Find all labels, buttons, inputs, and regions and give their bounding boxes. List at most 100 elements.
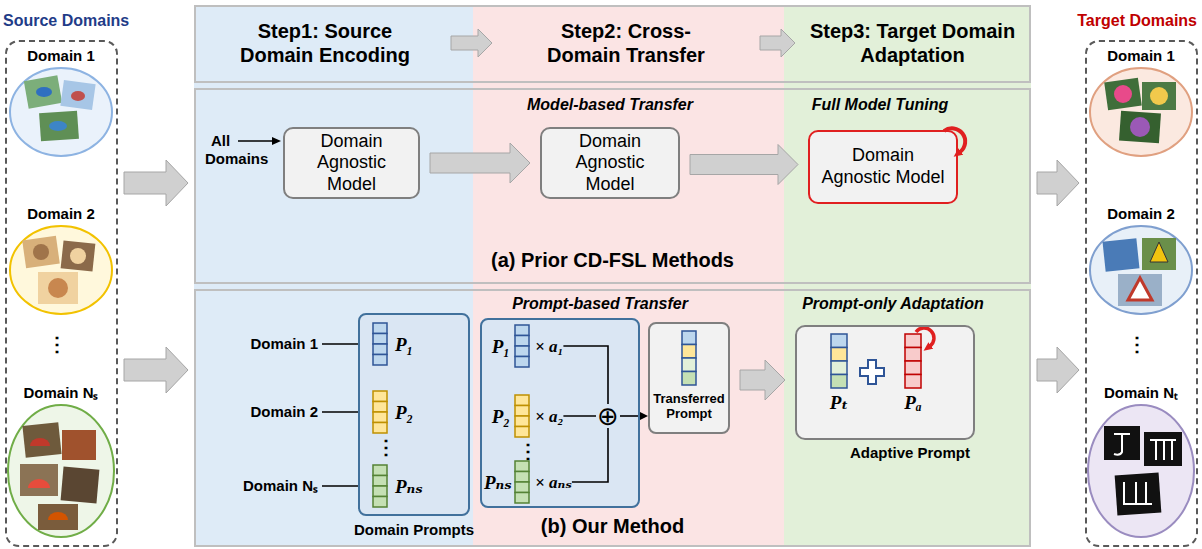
node-text: × aₙₛ <box>535 474 572 491</box>
flower-images <box>1119 111 1161 144</box>
prompt-bar <box>514 324 530 368</box>
prompt-cell <box>373 323 387 334</box>
node-text: Pₐ <box>904 393 921 412</box>
prompt-bar <box>681 330 697 386</box>
node-text: Domain 1 <box>27 47 95 65</box>
node-text: Domain 2 <box>27 205 95 223</box>
node-text: Domain Prompts <box>354 521 474 539</box>
prompt-cell <box>682 345 696 359</box>
prompt-cell <box>515 461 529 472</box>
dog-images <box>48 278 68 298</box>
model-box: Domain Agnostic Model <box>540 127 680 199</box>
prompt-cell <box>905 375 921 389</box>
character-images <box>1104 426 1140 460</box>
prompt-cell <box>515 336 529 347</box>
dog-images <box>10 226 112 314</box>
prompt-cell <box>515 493 529 504</box>
prompt-cell <box>905 361 921 375</box>
node-text: Domain Agnostic Model <box>285 131 418 196</box>
flower-images <box>1104 78 1142 110</box>
node-text: Pₜ <box>830 393 849 412</box>
node-text: × a₂ <box>535 408 563 425</box>
node-text: × a₁ <box>535 338 563 355</box>
input-arrow <box>322 411 360 413</box>
prompt-cell <box>373 486 387 497</box>
node-text: (b) Our Method <box>541 514 684 538</box>
prompt-bar <box>372 322 388 366</box>
annotation-label: Domain Nₛ <box>243 477 318 495</box>
flow-arrow <box>451 29 492 57</box>
flow-arrow <box>1037 347 1079 393</box>
step-header: Step3: Target Domain Adaptation <box>800 10 1025 76</box>
prompt-cell <box>515 416 529 427</box>
annotation-label: ⋮ <box>1127 334 1147 354</box>
connector <box>572 428 608 482</box>
step-header: Step1: Source Domain Encoding <box>204 10 446 76</box>
prompt-vector: Pₜ <box>824 333 854 412</box>
domain-image-set: Domain 1 <box>1090 68 1192 156</box>
character-images <box>1114 434 1130 455</box>
node-text: Step3: Target Domain Adaptation <box>808 19 1018 67</box>
prompt-cell <box>682 331 696 345</box>
node-text: Step1: Source Domain Encoding <box>225 19 425 67</box>
prompt-cell <box>373 412 387 423</box>
node-text: Domain 1 <box>1107 47 1175 65</box>
bird-images <box>49 121 67 131</box>
step-band <box>194 5 473 547</box>
weighted-prompt: Pₙₛ× aₙₛ <box>484 460 572 504</box>
flower-images <box>1150 87 1168 105</box>
step-frame <box>195 6 1030 82</box>
prompt-cell <box>682 358 696 372</box>
prompt-cell <box>373 497 387 508</box>
prompt-cell <box>515 406 529 417</box>
traffic-sign-images <box>1090 226 1192 314</box>
dog-images <box>22 236 60 268</box>
transferred-prompt-box: Transferred Prompt <box>648 322 730 434</box>
prompt-cell <box>515 325 529 336</box>
flower-images <box>1142 82 1176 110</box>
annotation-label: Domains <box>205 150 268 168</box>
prompt-bar <box>830 333 848 389</box>
prompt-bar <box>372 464 388 508</box>
traffic-sign-images <box>1090 226 1192 314</box>
node-text: P₁ <box>395 335 413 354</box>
character-images <box>1088 405 1194 537</box>
prompt-cell <box>831 375 847 389</box>
annotation-label: All <box>211 132 230 150</box>
mushroom-images <box>30 438 50 446</box>
domain-image-set: Domain 2 <box>1090 226 1192 314</box>
annotation-label: Prompt-based Transfer <box>512 294 688 313</box>
step-header: Step2: Cross-Domain Transfer <box>497 10 755 76</box>
flow-arrow <box>690 145 798 185</box>
prompt-cell <box>373 465 387 476</box>
domain-prompt: P₂ <box>372 390 413 434</box>
mushroom-images <box>61 466 100 503</box>
node-text: ⊕ <box>597 403 619 429</box>
node-text: Adaptive Prompt <box>850 444 970 462</box>
flower-images <box>1114 85 1132 103</box>
character-images <box>1088 405 1194 537</box>
connector <box>563 346 608 404</box>
annotation-label: Domain 1 <box>250 335 318 353</box>
mushroom-images <box>8 405 114 537</box>
domain-group: Target DomainsDomain 1Domain 2Domain Nₜ <box>1085 40 1198 547</box>
step-band <box>194 5 1031 547</box>
annotation-label: Model-based Transfer <box>527 95 693 114</box>
node-text: Step2: Cross-Domain Transfer <box>526 19 726 67</box>
node-text: Pₙₛ <box>395 477 423 496</box>
prompt-cell <box>905 334 921 348</box>
prompt-cell <box>515 346 529 357</box>
character-images <box>1144 432 1182 466</box>
prompt-cell <box>373 423 387 434</box>
prompt-cell <box>515 395 529 406</box>
prompt-bar <box>372 390 388 434</box>
step-band <box>784 5 1031 547</box>
prompt-cell <box>373 402 387 413</box>
flow-arrow <box>1037 160 1079 206</box>
flow-arrow <box>124 160 188 206</box>
mushroom-images <box>20 464 58 496</box>
prompt-vector: Pₐ <box>898 333 928 412</box>
